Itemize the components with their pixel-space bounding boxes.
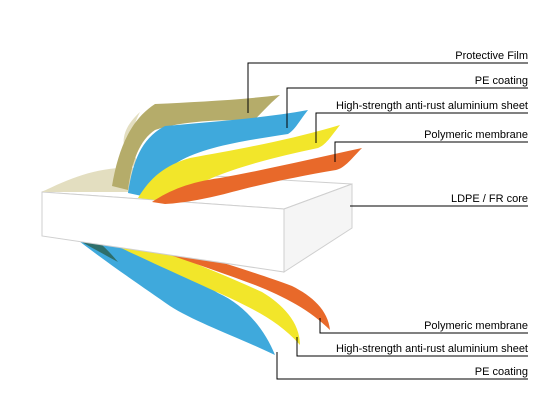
label-aluminium-top: High-strength anti-rust aluminium sheet — [336, 100, 528, 112]
label-membrane-top: Polymeric membrane — [424, 129, 528, 141]
top-pe-coating-flap — [128, 110, 308, 196]
top-membrane-flap — [152, 148, 362, 204]
label-pe-coating-bottom: PE coating — [474, 366, 528, 378]
label-core: LDPE / FR core — [450, 193, 528, 205]
bottom-aluminium-flap — [100, 238, 300, 345]
leader-membrane-bottom — [319, 318, 528, 334]
label-pe-coating-top: PE coating — [474, 75, 528, 87]
leader-pe-coating-bottom — [276, 352, 528, 380]
leader-protective-film — [247, 62, 528, 113]
leader-lines — [247, 62, 528, 380]
top-protective-film-flap — [112, 95, 280, 190]
leader-aluminium-top — [315, 112, 528, 143]
leader-membrane-top — [334, 141, 528, 162]
core-side-face — [283, 183, 353, 273]
leader-aluminium-bottom — [296, 337, 528, 357]
top-aluminium-flap — [138, 125, 340, 200]
label-aluminium-bottom: High-strength anti-rust aluminium sheet — [336, 343, 528, 355]
label-membrane-bottom: Polymeric membrane — [424, 320, 528, 332]
label-protective-film: Protective Film — [455, 50, 528, 62]
leader-pe-coating — [286, 87, 528, 128]
